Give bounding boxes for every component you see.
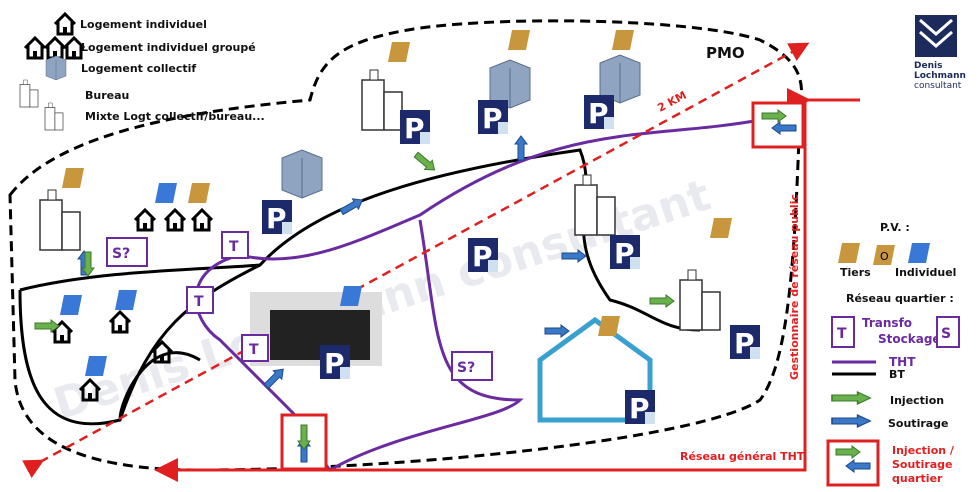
svg-text:THT: THT [889, 355, 916, 369]
svg-text:Injection: Injection [890, 394, 944, 407]
svg-text:T: T [229, 239, 239, 255]
svg-text:Lochmann: Lochmann [914, 71, 966, 81]
svg-text:T: T [837, 326, 847, 342]
apartment-building-icon [262, 149, 323, 235]
network-legend: P.V. : O Tiers Individuel Réseau quartie… [826, 221, 960, 487]
svg-text:Soutirage: Soutirage [888, 417, 949, 430]
svg-text:O: O [880, 250, 889, 263]
transfo-box: T [241, 334, 269, 362]
svg-text:Logement collectif: Logement collectif [81, 62, 196, 75]
svg-text:Transfo: Transfo [862, 316, 912, 330]
svg-text:S: S [941, 326, 951, 342]
svg-text:S?: S? [457, 360, 475, 376]
svg-text:quartier: quartier [892, 472, 943, 485]
stockage-box: S? [106, 237, 148, 267]
company-logo: Denis Lochmann consultant [914, 15, 966, 91]
svg-text:Tiers: Tiers [840, 266, 871, 279]
svg-text:Bureau: Bureau [85, 89, 129, 102]
apartment-building-icon [584, 30, 641, 130]
svg-text:Denis: Denis [914, 61, 942, 71]
public-network-line [160, 100, 860, 470]
distance-label: 2 KM [655, 89, 688, 115]
stockage-box: S? [451, 351, 493, 381]
apartment-building-icon [478, 30, 531, 135]
svg-text:Individuel: Individuel [895, 266, 956, 279]
distance-2km-arrow [22, 42, 810, 478]
injection-arrow [411, 149, 439, 176]
svg-text:Soutirage: Soutirage [892, 458, 953, 471]
soutirage-arrow [544, 324, 570, 338]
building-type-legend: Logement individuel Logement individuel … [19, 12, 265, 131]
svg-text:Injection /: Injection / [892, 444, 955, 457]
house-icon [108, 290, 137, 334]
svg-text:S?: S? [112, 246, 130, 262]
soutirage-arrow [514, 135, 528, 161]
reseau-general-label: Réseau général THT [680, 450, 805, 463]
gestionnaire-label: Gestionnaire de réseau public [788, 194, 801, 380]
svg-text:Logement individuel groupé: Logement individuel groupé [81, 41, 256, 54]
office-building-icon [679, 218, 760, 360]
svg-text:Mixte Logt collectif/bureau...: Mixte Logt collectif/bureau... [85, 110, 265, 123]
svg-text:Logement individuel: Logement individuel [80, 18, 207, 31]
svg-text:Stockage: Stockage [878, 332, 941, 346]
svg-text:T: T [249, 342, 259, 358]
watermark: Denis Lochmann consultant [48, 170, 717, 431]
office-building-icon [39, 168, 84, 251]
community-hall-icon [537, 316, 655, 425]
pmo-label: PMO [706, 44, 745, 62]
office-building-icon [361, 42, 430, 145]
svg-text:Réseau quartier :: Réseau quartier : [846, 292, 954, 305]
parking-icon [468, 238, 498, 273]
svg-text:BT: BT [889, 368, 905, 381]
svg-text:T: T [194, 294, 204, 310]
transfo-box: T [186, 286, 214, 314]
svg-text:consultant: consultant [914, 81, 962, 91]
soutirage-arrow [338, 194, 366, 218]
svg-text:P.V. :: P.V. : [880, 221, 910, 234]
injection-arrow [649, 294, 675, 308]
houses-group-icon [133, 183, 214, 232]
supermarket-icon [250, 286, 382, 380]
transfo-box: T [221, 231, 249, 259]
house-icon [50, 295, 82, 344]
exchange-box-east [751, 101, 805, 149]
exchange-box-south [280, 413, 328, 471]
